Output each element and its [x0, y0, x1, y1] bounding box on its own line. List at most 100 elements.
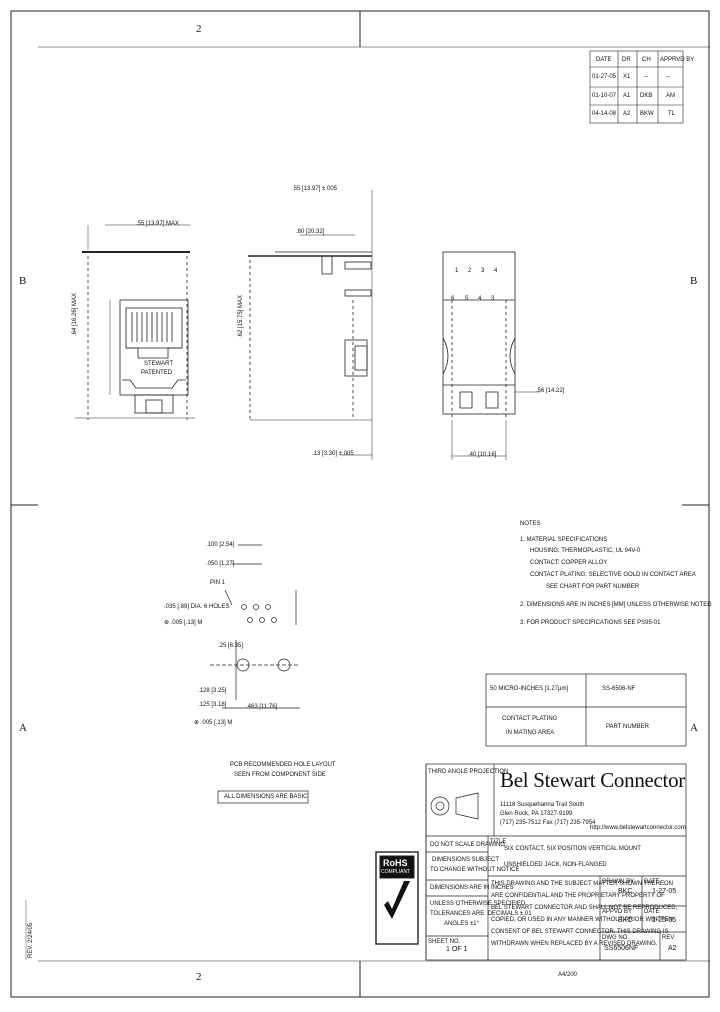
pcb-note-box — [217, 790, 309, 804]
proprietary-line-2: ARE CONFIDENTIAL AND THE PROPRIETARY PRO… — [491, 893, 665, 899]
notes-line-2: HOUSING: THERMOPLASTIC, UL 94V-0 — [530, 548, 641, 554]
rear-pin-top-3: 3 — [481, 268, 485, 274]
proprietary-line-3: BEL STEWART CONNECTOR AND SHALL NOT BE R… — [491, 905, 678, 911]
tolerance-line-1: UNLESS OTHERWISE SPECIFIED — [430, 901, 526, 907]
rear-pin-top-4: 4 — [494, 268, 498, 274]
zone-label-top: 2 — [196, 23, 202, 35]
rev-row-3-dr: A2 — [623, 111, 631, 117]
pcb-layout-note-1: PCB RECOMMENDED HOLE LAYOUT — [230, 762, 336, 768]
dims-in-inches: DIMENSIONS ARE IN INCHES — [430, 885, 514, 891]
rear-pin-bottom-4: 3 — [491, 296, 495, 302]
company-website: http://www.belstewartconnector.com — [590, 825, 686, 831]
company-address-3: (717) 235-7512 Fax (717) 235-7954 — [500, 820, 596, 826]
dims-subject-2: TO CHANGE WITHOUT NOTICE — [430, 867, 520, 873]
notes-line-5: SEE CHART FOR PART NUMBER — [546, 584, 640, 590]
dim-front-height: .64 [16.26] MAX — [72, 292, 78, 336]
third-angle-label: THIRD ANGLE PROJECTION — [428, 769, 509, 775]
proprietary-line-1: THIS DRAWING AND THE SUBJECT MATTER SHOW… — [491, 881, 674, 887]
pcb-hole-label: .035 [.89] DIA. 6 HOLES — [164, 604, 230, 610]
rohs-badge — [375, 851, 419, 945]
company-address-2: Glen Rock, PA 17327-9199 — [500, 811, 573, 817]
company-name: Bel Stewart Connector — [500, 768, 685, 792]
sheet-label: SHEET NO. — [428, 939, 461, 945]
checked-date-label: DATE — [644, 909, 660, 915]
pcb-hole-tolerance: ⊕ .005 [.13] M — [164, 620, 203, 626]
notes-line-1: 1. MATERIAL SPECIFICATIONS — [520, 537, 608, 543]
dim-side-height: .62 [15.75] MAX — [238, 294, 244, 338]
rev-row-3-apprvd: TL — [668, 111, 676, 117]
front-label-line-2: PATENTED — [141, 370, 173, 376]
front-view — [75, 224, 195, 420]
rohs-subtitle: COMPLIANT — [381, 869, 411, 875]
notes-heading: NOTES — [520, 521, 541, 527]
pcb-dim-2: .050 [1.27] — [206, 561, 235, 567]
company-address-1: 11118 Susquehanna Trail South — [500, 802, 585, 808]
part-chart-part-header: PART NUMBER — [606, 724, 650, 730]
rev-header-date: DATE — [596, 57, 612, 63]
rear-pin-bottom-1: 6 — [451, 296, 455, 302]
dwg-number: SS6506NF — [604, 945, 639, 952]
rear-pin-top-2: 2 — [468, 268, 472, 274]
rear-pin-top-1: 1 — [455, 268, 459, 274]
dim-rear-width: .40 [10.16] — [468, 452, 497, 458]
rear-view — [442, 251, 540, 460]
rev-row-1-ch: -- — [644, 74, 648, 80]
proprietary-line-6: WITHDRAWN WHEN REPLACED BY A REVISED DRA… — [491, 941, 658, 947]
zone-label-left-b: B — [19, 275, 27, 287]
proprietary-line-4: COPIED, OR USED IN ANY MANNER WITHOUT PR… — [491, 917, 673, 923]
pcb-pin1-label: PIN 1 — [210, 580, 226, 586]
rev-row-1-dr: X1 — [623, 74, 631, 80]
title-label: TITLE — [490, 839, 507, 845]
side-revision-note: REV. 2/24/05 — [28, 922, 34, 958]
part-chart-plating-header-2: IN MATING AREA — [506, 730, 555, 736]
notes-line-3: CONTACT: COPPER ALLOY — [530, 560, 608, 566]
do-not-scale: DO NOT SCALE DRAWING — [430, 842, 506, 848]
rev-header-ch: CH — [642, 57, 651, 63]
rev-header-dr: DR — [622, 57, 631, 63]
drawn-by-value: BKC — [618, 888, 633, 895]
pcb-layout-note-2: SEEN FROM COMPONENT SIDE — [234, 772, 326, 778]
rev-row-2-apprvd: AM — [666, 93, 675, 99]
rev-header-apprvd: APPRVD BY — [660, 57, 695, 63]
rev-row-2-date: 01-10-07 — [592, 93, 617, 99]
tolerance-line-3: ANGLES ±1° — [444, 921, 480, 927]
rev-label: REV — [662, 935, 675, 941]
zone-label-left-a: A — [19, 722, 27, 734]
rev-row-1-apprvd: -- — [666, 74, 670, 80]
drawn-date-value: 1-27-05 — [652, 888, 677, 895]
dim-rear-height: .56 [14.22] — [536, 388, 565, 394]
title-line-1: SIX CONTACT, SIX POSITION VERTICAL MOUNT — [504, 846, 641, 852]
zone-label-bottom: 2 — [196, 971, 202, 983]
part-chart-grid — [485, 673, 687, 747]
dwg-label: DWG NO. — [602, 935, 629, 941]
dim-front-width: .55 [13.97] MAX — [136, 221, 180, 227]
title-line-2: UNSHIELDED JACK, NON-FLANGED — [504, 862, 607, 868]
part-chart-plating-header-1: CONTACT PLATING — [502, 716, 558, 722]
pcb-dim-3: .25 [6.35] — [218, 643, 244, 649]
front-label-line-1: STEWART — [144, 361, 174, 367]
rev-row-2-dr: A1 — [623, 93, 631, 99]
rohs-title: RoHS — [383, 858, 408, 868]
pcb-dim-1: .100 [2.54] — [206, 542, 235, 548]
drawn-date-label: DATE — [644, 879, 660, 885]
notes-line-7: 3. FOR PRODUCT SPECIFICATIONS SEE PS95-0… — [520, 620, 661, 626]
pcb-post-dim-1: .128 [3.25] — [198, 688, 227, 694]
rev-row-3-ch: BKW — [640, 111, 654, 117]
rear-pin-bottom-3: 4 — [478, 296, 482, 302]
rev-row-3-date: 04-14-08 — [592, 111, 617, 117]
rev-row-2-ch: DKB — [640, 93, 653, 99]
title-block-grid — [425, 763, 687, 961]
part-chart-plating-value: 50 MICRO-INCHES [1.27µm] — [490, 686, 569, 692]
notes-line-6: 2. DIMENSIONS ARE IN INCHES [MM] UNLESS … — [520, 602, 712, 608]
revision-table-grid — [589, 50, 684, 124]
pcb-post-tolerance: ⊕ .005 [.13] M — [194, 720, 233, 726]
zone-label-right-b: B — [690, 275, 698, 287]
checked-by-label: APPVD BY — [602, 909, 633, 915]
checked-by-value: BKC — [618, 917, 633, 924]
dim-side-bottom: .13 [3.30] ±.005 — [312, 451, 354, 457]
third-angle-symbol — [430, 792, 479, 820]
drawn-by-label: DRAWN BY — [602, 879, 635, 885]
pcb-post-dim-2: .125 [3.18] — [198, 702, 227, 708]
